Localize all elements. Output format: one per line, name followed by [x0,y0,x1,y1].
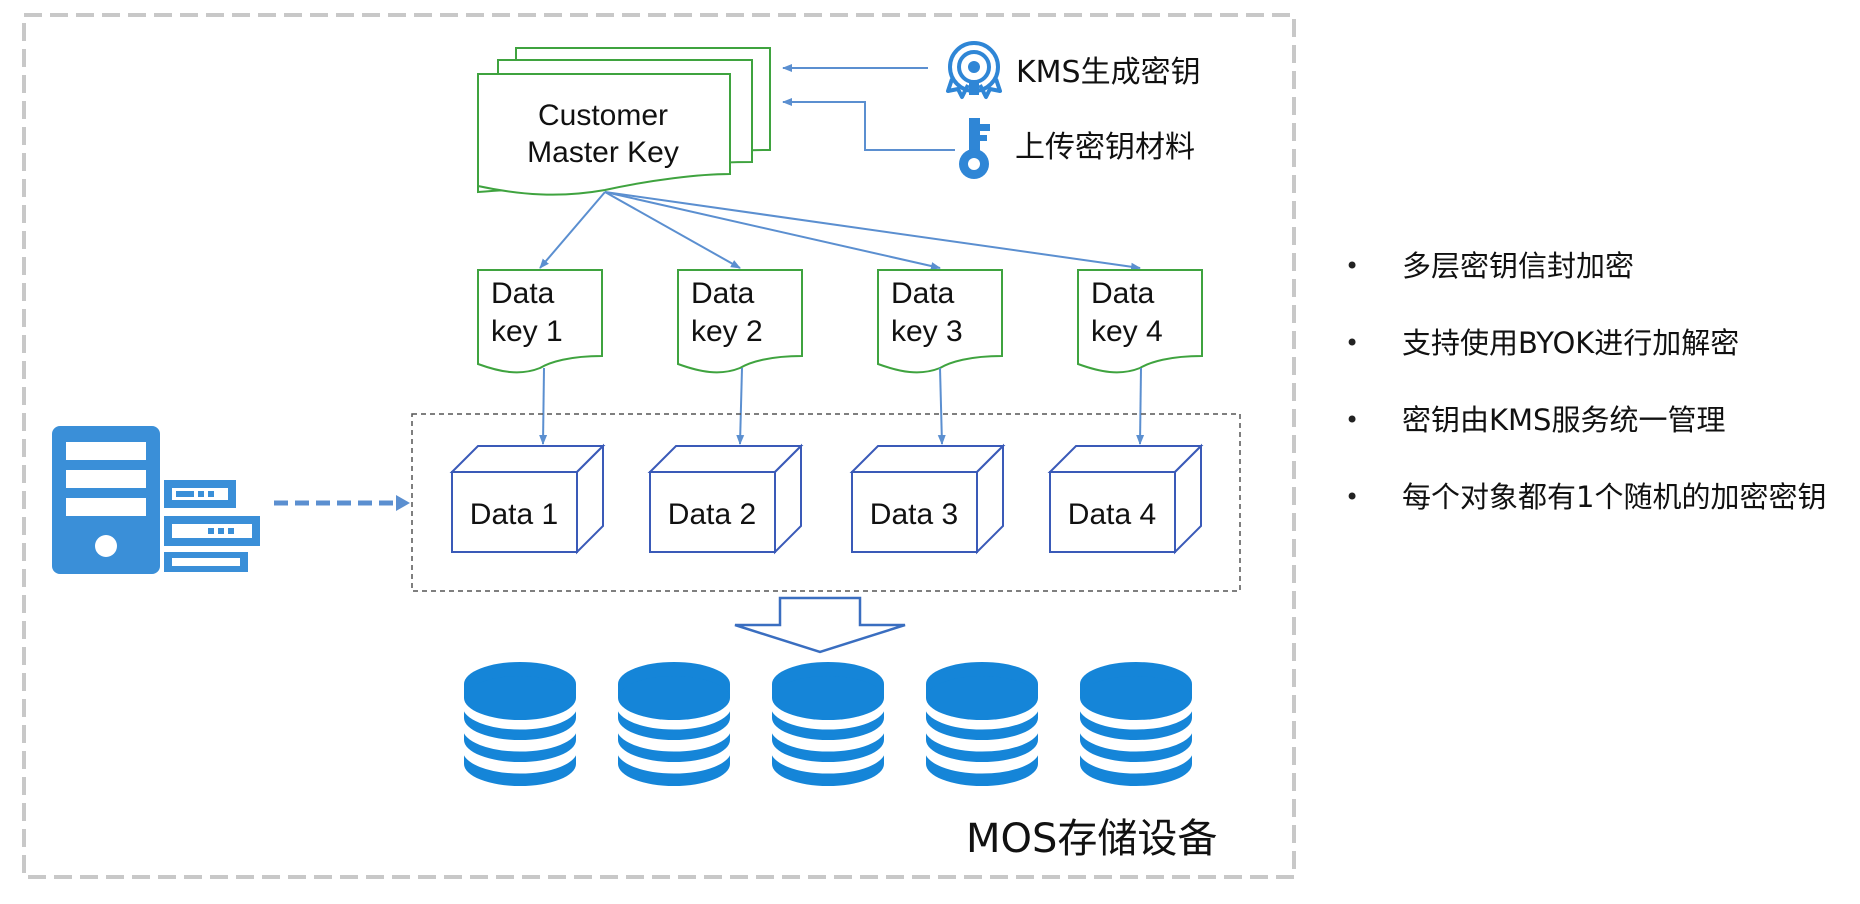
database-icon [926,662,1038,786]
database-icon [464,662,576,786]
master-key-line1: Customer [538,99,668,132]
storage-label: MOS存储设备 [966,816,1217,862]
feature-item: 支持使用BYOK进行加解密 [1342,323,1826,400]
datakey-to-data-arrows [539,367,1145,445]
key-icon [959,118,990,179]
feature-item: 每个对象都有1个随机的加密密钥 [1342,477,1826,554]
data-block-4: Data 4 [1047,443,1204,555]
data-key-1-line1: Data [491,277,555,310]
data-key-2-line2: key 2 [691,315,763,348]
upload-arrow [782,98,955,151]
data-group-frame [411,413,1241,592]
data-block-3: Data 3 [849,443,1006,555]
data-key-1: Data key 1 [477,269,603,374]
data-block-1-label: Data 1 [470,498,558,531]
data-key-3-line1: Data [891,277,955,310]
server-icon [52,426,260,574]
data-key-4: Data key 4 [1077,269,1203,374]
database-stacks [462,662,1194,786]
database-icon [618,662,730,786]
data-key-4-line2: key 4 [1091,315,1163,348]
diagram-frame [22,13,1296,879]
data-key-1-line2: key 1 [491,315,563,348]
down-arrow [734,596,906,654]
master-to-datakey-arrows [539,191,1141,271]
kms-source-label: KMS生成密钥 [1016,55,1201,90]
kms-badge-icon [946,41,1002,99]
database-icon [1080,662,1192,786]
upload-source-label: 上传密钥材料 [1015,130,1195,165]
feature-item: 密钥由KMS服务统一管理 [1342,400,1826,477]
database-icon [772,662,884,786]
data-block-2: Data 2 [647,443,804,555]
feature-list: 多层密钥信封加密 支持使用BYOK进行加解密 密钥由KMS服务统一管理 每个对象… [1342,246,1826,554]
data-key-4-line1: Data [1091,277,1155,310]
data-key-3-line2: key 3 [891,315,963,348]
customer-master-key: Customer Master Key [477,47,771,196]
data-block-1: Data 1 [449,443,606,555]
data-key-2-line1: Data [691,277,755,310]
feature-item: 多层密钥信封加密 [1342,246,1826,323]
data-block-2-label: Data 2 [668,498,756,531]
data-block-3-label: Data 3 [870,498,958,531]
master-key-line2: Master Key [527,136,679,169]
data-block-4-label: Data 4 [1068,498,1156,531]
data-key-2: Data key 2 [677,269,803,374]
data-key-3: Data key 3 [877,269,1003,374]
